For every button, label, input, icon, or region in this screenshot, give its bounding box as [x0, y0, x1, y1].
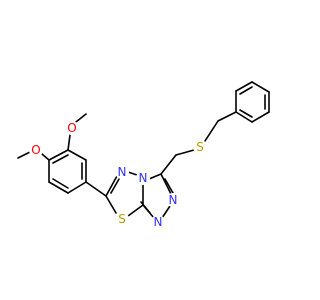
bond	[160, 173, 173, 197]
bond	[175, 149, 195, 156]
atom-label-s2: S	[196, 140, 204, 154]
bond	[239, 109, 253, 118]
bond	[204, 120, 219, 142]
atom-label-s1: S	[118, 212, 126, 226]
atom-label-n3: N	[169, 193, 178, 207]
bond	[148, 173, 162, 180]
bond	[251, 111, 270, 123]
atom-labels: O O N N N N S S	[29, 121, 207, 229]
bond	[67, 149, 87, 161]
bond	[52, 154, 69, 164]
bond	[105, 195, 117, 214]
bond	[105, 175, 118, 197]
bond	[52, 178, 69, 189]
bond	[110, 178, 120, 194]
bonds	[17, 81, 270, 219]
atom-nitrogen-4: N	[151, 215, 165, 229]
bond	[17, 151, 31, 159]
bond	[127, 204, 144, 217]
bond	[41, 153, 50, 161]
bond	[67, 181, 87, 194]
atom-label-n2: N	[139, 171, 148, 185]
bond	[164, 178, 174, 194]
atom-nitrogen-1: N	[115, 165, 129, 179]
bond	[85, 181, 107, 197]
bond	[48, 181, 69, 194]
atom-oxygen-1: O	[65, 121, 79, 135]
atom-label-o2: O	[31, 143, 40, 157]
atom-sulfur-1: S	[115, 212, 129, 226]
atom-nitrogen-2: N	[136, 171, 150, 185]
bond	[251, 81, 270, 93]
atom-label-n1: N	[118, 165, 127, 179]
bond	[217, 111, 237, 122]
atom-label-n4: N	[154, 215, 163, 229]
atom-sulfur-2: S	[193, 140, 207, 154]
bond	[235, 111, 253, 123]
bond	[67, 134, 71, 151]
atom-oxygen-2: O	[29, 143, 43, 157]
bond	[48, 149, 69, 161]
atom-nitrogen-3: N	[166, 193, 180, 207]
molecule-structure: O O N N N N S S	[17, 81, 270, 229]
atom-label-o1: O	[67, 121, 76, 135]
bond	[160, 154, 177, 175]
bond	[127, 171, 138, 176]
bond	[75, 113, 87, 123]
bond	[235, 81, 253, 92]
bond	[239, 86, 253, 95]
